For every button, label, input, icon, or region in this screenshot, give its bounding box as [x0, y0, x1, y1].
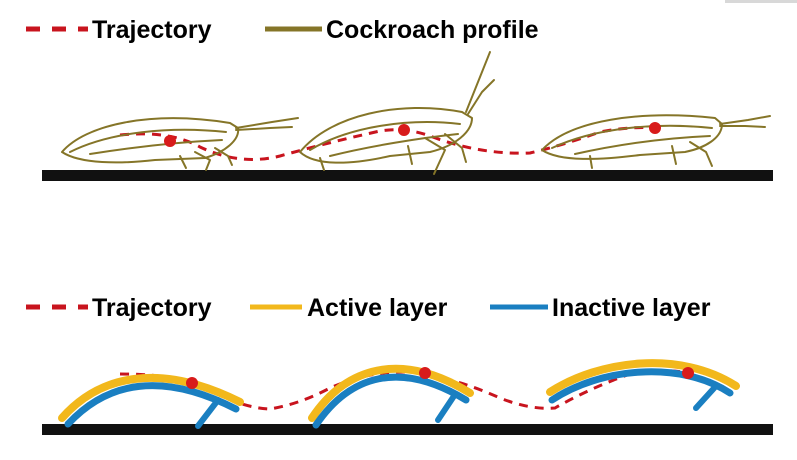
- legend-inactive-label: Inactive layer: [552, 294, 711, 322]
- legend-active-label: Active layer: [307, 294, 448, 322]
- center-of-mass-marker: [419, 367, 431, 379]
- top-legend: Trajectory Cockroach profile: [26, 16, 539, 44]
- inactive-layer: [64, 382, 240, 428]
- bottom-panel: Trajectory Active layer Inactive layer: [26, 294, 773, 435]
- center-of-mass-marker: [186, 377, 198, 389]
- center-of-mass-marker: [164, 135, 176, 147]
- legend-trajectory-label: Trajectory: [92, 294, 212, 322]
- legend-profile-label: Cockroach profile: [326, 16, 539, 44]
- ground-line: [42, 424, 773, 435]
- cockroach-profile: [299, 51, 495, 175]
- ground-line: [42, 170, 773, 181]
- center-of-mass-marker: [398, 124, 410, 136]
- robot-profile: [58, 373, 244, 429]
- active-layer: [546, 359, 740, 396]
- legend-trajectory-label: Trajectory: [92, 16, 212, 44]
- trajectory-path: [119, 126, 661, 161]
- center-of-mass-marker: [649, 122, 661, 134]
- robot-leg: [693, 383, 719, 411]
- center-of-mass-marker: [682, 367, 694, 379]
- corner-mark: [725, 0, 797, 3]
- robot-leg: [435, 393, 457, 423]
- robot-leg: [195, 397, 221, 429]
- cockroach-profile: [61, 117, 299, 171]
- bottom-legend: Trajectory Active layer Inactive layer: [26, 294, 711, 322]
- cockroach-profile: [541, 114, 771, 169]
- robot-profile: [308, 364, 474, 429]
- active-layer: [308, 364, 474, 422]
- inactive-layer: [312, 373, 470, 429]
- active-layer: [58, 373, 244, 422]
- robot-profile: [546, 359, 740, 411]
- top-panel: Trajectory Cockroach profile: [26, 16, 773, 181]
- inactive-layer: [548, 368, 734, 404]
